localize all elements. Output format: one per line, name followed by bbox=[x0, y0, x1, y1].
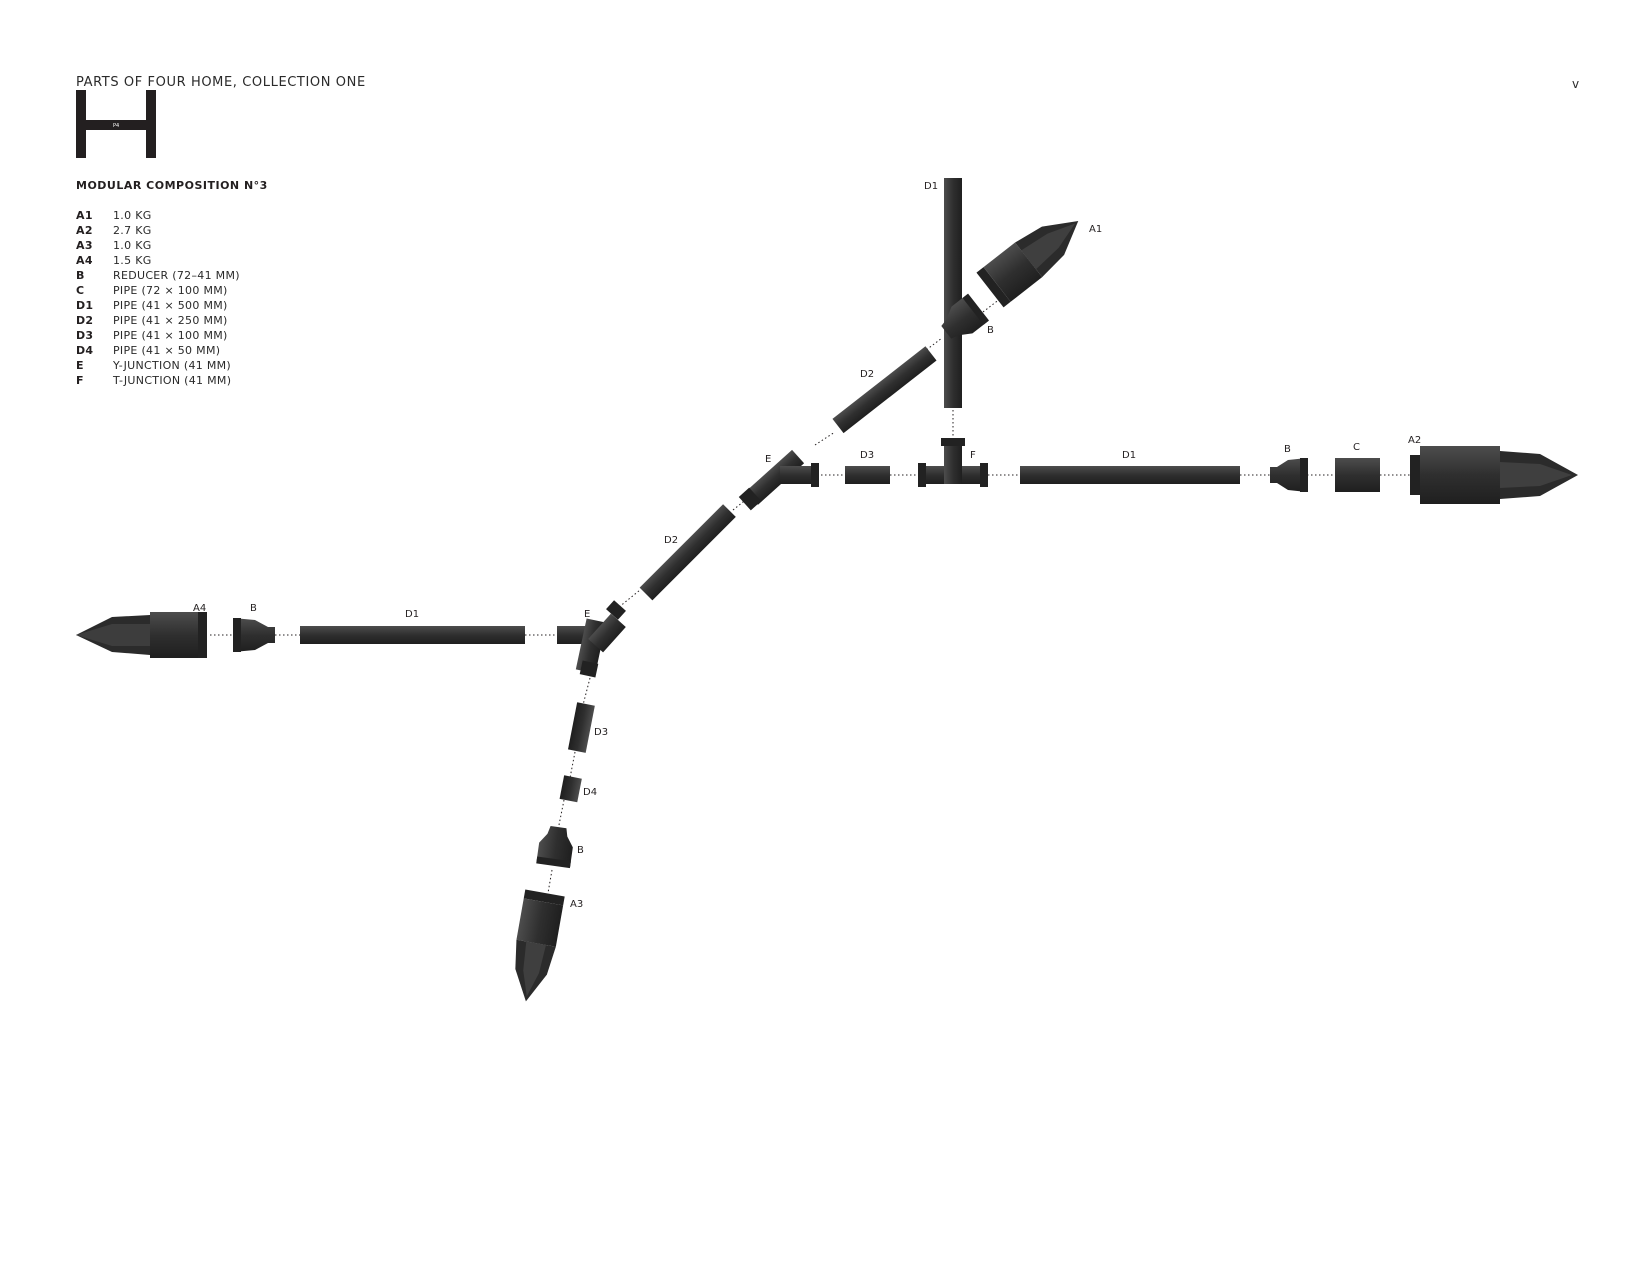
part-b-left bbox=[233, 618, 275, 652]
label-e-upper: E bbox=[765, 454, 771, 465]
part-d1-right bbox=[1020, 466, 1240, 484]
label-c: C bbox=[1353, 442, 1360, 453]
legend-row: D2 PIPE (41 × 250 MM) bbox=[76, 313, 240, 328]
part-d4 bbox=[559, 775, 582, 803]
legend-desc: PIPE (41 × 500 MM) bbox=[113, 299, 228, 312]
legend-desc: 1.0 KG bbox=[113, 209, 152, 222]
legend-row: F T-JUNCTION (41 MM) bbox=[76, 373, 240, 388]
part-d2-lower bbox=[639, 504, 736, 601]
legend-desc: PIPE (41 × 50 MM) bbox=[113, 344, 221, 357]
legend-desc: PIPE (41 × 250 MM) bbox=[113, 314, 228, 327]
label-d1-left: D1 bbox=[405, 609, 419, 620]
part-b-bottom bbox=[536, 826, 573, 869]
legend-row: D1 PIPE (41 × 500 MM) bbox=[76, 298, 240, 313]
label-e-lower: E bbox=[584, 609, 590, 620]
legend-code: D4 bbox=[76, 344, 94, 357]
label-a3: A3 bbox=[570, 899, 583, 910]
legend-code: B bbox=[76, 269, 85, 282]
legend-row: A3 1.0 KG bbox=[76, 238, 240, 253]
legend-row: A2 2.7 KG bbox=[76, 223, 240, 238]
legend-desc: REDUCER (72–41 MM) bbox=[113, 269, 240, 282]
legend-desc: PIPE (72 × 100 MM) bbox=[113, 284, 228, 297]
label-d2-upper: D2 bbox=[860, 369, 874, 380]
legend-row: E Y-JUNCTION (41 MM) bbox=[76, 358, 240, 373]
label-a1: A1 bbox=[1089, 224, 1102, 235]
label-d1-top: D1 bbox=[924, 181, 938, 192]
label-b-right: B bbox=[1284, 444, 1291, 455]
legend-code: D1 bbox=[76, 299, 94, 312]
part-a1 bbox=[976, 221, 1079, 308]
logo-text: P4 bbox=[113, 123, 119, 129]
part-d2-upper bbox=[832, 346, 937, 434]
legend-row: B REDUCER (72–41 MM) bbox=[76, 268, 240, 283]
part-a4 bbox=[76, 612, 207, 658]
header-title: PARTS OF FOUR HOME, COLLECTION ONE bbox=[76, 75, 366, 90]
part-e-upper bbox=[738, 449, 819, 511]
part-c bbox=[1335, 458, 1380, 492]
legend-code: A4 bbox=[76, 254, 93, 267]
diagram-labels: D1 A1 B D2 E D3 F D1 B C A2 D2 A4 B D1 E… bbox=[193, 181, 1421, 910]
part-d1-left bbox=[300, 626, 525, 644]
part-e-lower bbox=[557, 600, 626, 678]
legend-desc: T-JUNCTION (41 MM) bbox=[113, 374, 232, 387]
part-b-top bbox=[941, 293, 990, 339]
label-a4: A4 bbox=[193, 603, 206, 614]
legend-code: D3 bbox=[76, 329, 94, 342]
legend-desc: 2.7 KG bbox=[113, 224, 152, 237]
label-d3-lower: D3 bbox=[594, 727, 608, 738]
legend-code: A2 bbox=[76, 224, 93, 237]
legend-desc: 1.5 KG bbox=[113, 254, 152, 267]
label-b-top: B bbox=[987, 325, 994, 336]
legend-code: A3 bbox=[76, 239, 93, 252]
legend-row: A4 1.5 KG bbox=[76, 253, 240, 268]
label-d2-lower: D2 bbox=[664, 535, 678, 546]
legend-row: C PIPE (72 × 100 MM) bbox=[76, 283, 240, 298]
part-a2 bbox=[1410, 446, 1578, 504]
label-b-bottom: B bbox=[577, 845, 584, 856]
legend-desc: Y-JUNCTION (41 MM) bbox=[113, 359, 232, 372]
legend-desc: PIPE (41 × 100 MM) bbox=[113, 329, 228, 342]
legend-code: D2 bbox=[76, 314, 94, 327]
label-b-left: B bbox=[250, 603, 257, 614]
legend-code: C bbox=[76, 284, 85, 297]
label-d4: D4 bbox=[583, 787, 597, 798]
legend-row: D3 PIPE (41 × 100 MM) bbox=[76, 328, 240, 343]
label-d3-center: D3 bbox=[860, 450, 874, 461]
brand-logo: P4 bbox=[76, 90, 156, 158]
parts-legend: A1 1.0 KG A2 2.7 KG A3 1.0 KG A4 1.5 KG B RED… bbox=[76, 208, 240, 388]
label-a2: A2 bbox=[1408, 435, 1421, 446]
label-d1-right: D1 bbox=[1122, 450, 1136, 461]
part-a3 bbox=[515, 889, 565, 1002]
legend-code: A1 bbox=[76, 209, 93, 222]
legend-row: A1 1.0 KG bbox=[76, 208, 240, 223]
legend-code: F bbox=[76, 374, 84, 387]
legend-code: E bbox=[76, 359, 84, 372]
part-d1-top bbox=[944, 178, 962, 408]
legend-row: D4 PIPE (41 × 50 MM) bbox=[76, 343, 240, 358]
legend-desc: 1.0 KG bbox=[113, 239, 152, 252]
part-d3-center bbox=[845, 466, 890, 484]
part-d3-lower bbox=[568, 702, 595, 753]
connector-lines bbox=[210, 294, 1410, 894]
page-number: v bbox=[1572, 77, 1580, 91]
composition-title: MODULAR COMPOSITION N°3 bbox=[76, 179, 268, 192]
part-b-right bbox=[1270, 458, 1308, 492]
part-f bbox=[918, 438, 988, 487]
label-f: F bbox=[970, 450, 976, 461]
